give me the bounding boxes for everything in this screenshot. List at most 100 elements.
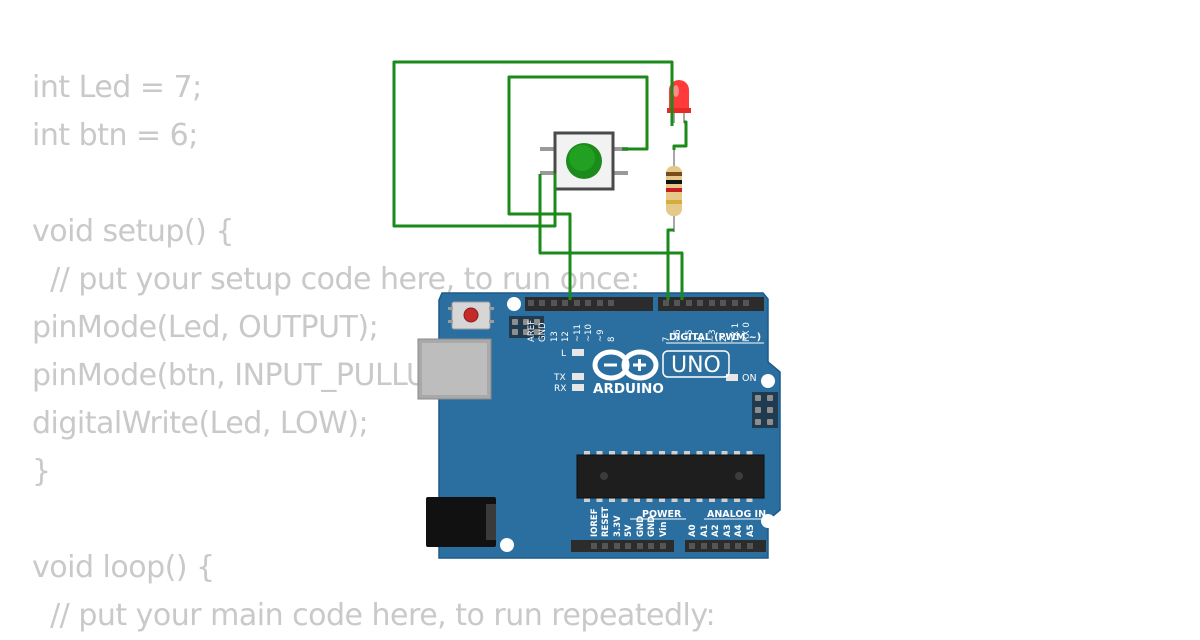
led-on-label: ON [742, 373, 757, 384]
pin-socket[interactable] [597, 300, 603, 306]
model-label: UNO [671, 353, 721, 378]
analog-pin-label: A1 [700, 524, 710, 537]
code-line: // put your main code here, to run repea… [32, 598, 716, 633]
power-label: POWER [642, 509, 682, 520]
pin-socket[interactable] [720, 300, 726, 306]
mount-hole [507, 297, 521, 311]
icsp-header [509, 316, 544, 338]
code-line: int btn = 6; [32, 118, 198, 153]
analog-label: ANALOG IN [707, 509, 766, 520]
power-pin-label: RESET [601, 507, 611, 537]
pin-socket[interactable] [660, 543, 666, 549]
code-line: pinMode(Led, OUTPUT); [32, 310, 379, 345]
digital-pin-label: 12 [561, 331, 571, 342]
pushbutton[interactable] [540, 131, 628, 191]
mount-hole [761, 514, 775, 528]
wire-button-to-gnd [538, 174, 684, 300]
led-tx-label: TX [553, 373, 566, 383]
icsp-header-right [752, 392, 778, 428]
pin-socket[interactable] [602, 543, 608, 549]
digital-pin-label: 8 [607, 337, 617, 342]
digital-pin-label: TX 1 [731, 323, 741, 343]
pin-socket[interactable] [701, 543, 707, 549]
pin-socket[interactable] [637, 543, 643, 549]
digital-header [525, 297, 764, 311]
pin-socket[interactable] [539, 300, 545, 306]
pin-socket[interactable] [709, 300, 715, 306]
pin-socket[interactable] [697, 300, 703, 306]
pin-socket[interactable] [562, 300, 568, 306]
pin-socket[interactable] [614, 543, 620, 549]
pin-socket[interactable] [528, 300, 534, 306]
wire-led-anode-to-button [392, 60, 674, 228]
arduino-logo: ARDUINO UNO [592, 349, 730, 397]
digital-pin-label: GND [538, 322, 548, 342]
pin-socket[interactable] [574, 300, 580, 306]
code-line: // put your setup code here, to run once… [32, 262, 640, 297]
code-line: void setup() { [32, 214, 234, 249]
led-l-label: L [561, 349, 566, 359]
power-pin-label: GND [636, 516, 646, 537]
pin-socket[interactable] [591, 543, 597, 549]
pin-socket[interactable] [743, 300, 749, 306]
digital-label: DIGITAL (PWM ~) [669, 332, 761, 343]
wire-resistor-to-pin7 [666, 228, 674, 300]
power-pin-label: Vin [659, 522, 669, 537]
digital-pin-label: ~10 [584, 324, 594, 342]
digital-pin-label: ~5 [685, 329, 695, 342]
pin-socket[interactable] [648, 543, 654, 549]
pin-socket[interactable] [625, 543, 631, 549]
pin-socket[interactable] [551, 300, 557, 306]
pin-socket[interactable] [686, 300, 692, 306]
power-pin-label: 3.3V [613, 515, 623, 537]
mount-hole [500, 538, 514, 552]
digital-pin-label: ~6 [673, 329, 683, 342]
digital-pin-label: 7 [662, 337, 672, 342]
pin-socket[interactable] [735, 543, 741, 549]
pin-socket[interactable] [732, 300, 738, 306]
analog-pin-label: A4 [734, 524, 744, 537]
digital-pin-label: 13 [550, 331, 560, 342]
code-line: void loop() { [32, 550, 215, 585]
indicator-leds: L TX RX ON [553, 349, 757, 394]
led-rx-label: RX [554, 384, 566, 394]
red-led [667, 80, 691, 123]
pin-socket[interactable] [724, 543, 730, 549]
power-header [571, 540, 674, 552]
resistor [666, 150, 682, 232]
power-pin-label: 5V [624, 524, 634, 537]
power-pin-label: IOREF [590, 508, 600, 537]
atmega-chip [576, 451, 765, 502]
brand-label: ARDUINO [593, 381, 664, 397]
wires [392, 60, 688, 300]
digital-pin-label: 2 [719, 337, 729, 342]
digital-pin-label: 4 [696, 337, 706, 342]
reset-button[interactable] [448, 301, 494, 330]
digital-pin-label: ~11 [573, 324, 583, 342]
code-line: digitalWrite(Led, LOW); [32, 406, 369, 441]
pin-socket[interactable] [747, 543, 753, 549]
pin-socket[interactable] [663, 300, 669, 306]
pin-socket[interactable] [608, 300, 614, 306]
analog-header [685, 540, 766, 552]
code-line: int Led = 7; [32, 70, 202, 105]
pin-socket[interactable] [674, 300, 680, 306]
wire-button-to-pin6 [507, 75, 649, 300]
pin-socket[interactable] [712, 543, 718, 549]
pin-socket[interactable] [689, 543, 695, 549]
digital-pin-label: AREF [527, 320, 537, 342]
digital-pin-label: RX 0 [742, 322, 752, 342]
pin-socket[interactable] [585, 300, 591, 306]
digital-pin-label: ~3 [708, 329, 718, 342]
analog-pin-label: A3 [723, 524, 733, 537]
power-pin-label: GND [647, 516, 657, 537]
power-jack [426, 497, 496, 547]
usb-connector [417, 338, 492, 400]
analog-pin-label: A5 [746, 524, 756, 537]
analog-pin-label: A0 [688, 524, 698, 537]
